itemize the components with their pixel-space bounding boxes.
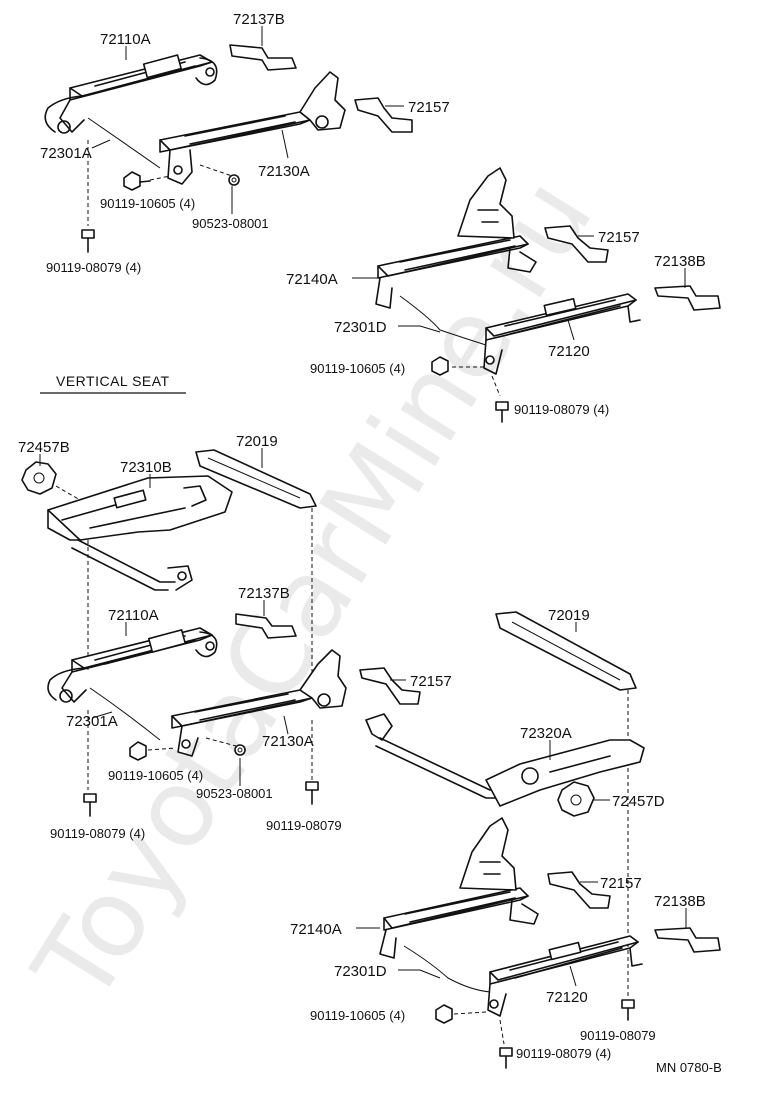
label-72157: 72157 xyxy=(408,99,450,116)
label-72140A: 72140A xyxy=(286,271,338,288)
frame-72310B xyxy=(47,475,233,591)
label-90119-08079-bottom: 90119-08079 (4) xyxy=(516,1046,611,1061)
seat-track-72120 xyxy=(483,293,641,375)
label-72137B-lower: 72137B xyxy=(238,585,290,602)
label-90523-08001-lower: 90523-08001 xyxy=(196,786,273,801)
bolt-90119-10605 xyxy=(123,171,151,191)
label-72130A: 72130A xyxy=(258,163,310,180)
label-72130A-lower: 72130A xyxy=(262,733,314,750)
label-72301D: 72301D xyxy=(334,319,387,336)
label-72140A-lower: 72140A xyxy=(290,921,342,938)
cable-72301A xyxy=(87,117,161,169)
label-72120: 72120 xyxy=(548,343,590,360)
label-90119-10605-right: 90119-10605 (4) xyxy=(310,361,405,376)
label-72301D-lower: 72301D xyxy=(334,963,387,980)
label-90119-08079-right: 90119-08079 (4) xyxy=(514,402,609,417)
bracket-72157-lower xyxy=(544,225,609,263)
bracket-72138B-lower xyxy=(654,927,721,953)
strip-72019-right xyxy=(495,611,637,691)
seat-track-72110A xyxy=(44,54,218,134)
label-72457D: 72457D xyxy=(612,793,665,810)
label-72120-lower: 72120 xyxy=(546,989,588,1006)
seat-track-72130A xyxy=(159,71,346,185)
label-90119-10605-lower-right: 90119-10605 (4) xyxy=(310,1008,405,1023)
frame-72320A xyxy=(365,713,645,807)
seat-track-72140A-lower xyxy=(379,817,539,959)
knob-72457B xyxy=(21,461,57,495)
label-72138B-lower: 72138B xyxy=(654,893,706,910)
label-72457B: 72457B xyxy=(18,439,70,456)
seat-track-72120-lower xyxy=(487,935,643,1017)
knob-72457D xyxy=(557,781,595,817)
bolt-90119-08079-lower-mid xyxy=(305,781,319,805)
cable-72301A-lower xyxy=(89,687,161,741)
bracket-72157-mid xyxy=(359,667,421,705)
bolt-90119-10605-lower xyxy=(129,741,147,761)
bracket-72138B xyxy=(654,285,721,311)
label-90119-08079-lower-left: 90119-08079 (4) xyxy=(50,826,145,841)
bolt-90119-10605-right xyxy=(431,356,449,376)
bracket-72137B-lower xyxy=(235,613,297,639)
footer-code: MN 0780-B xyxy=(656,1060,722,1075)
bracket-72157-upper xyxy=(354,97,413,133)
bolt-90119-10605-lower-right xyxy=(435,1004,453,1024)
bracket-72137B xyxy=(229,44,297,71)
label-72110A-lower: 72110A xyxy=(108,607,159,624)
label-72320A: 72320A xyxy=(520,725,572,742)
label-72019-left: 72019 xyxy=(236,433,278,450)
bolt-90119-08079-bottom xyxy=(499,1047,513,1069)
label-72138B: 72138B xyxy=(654,253,706,270)
cable-72301D xyxy=(399,295,487,346)
label-72157-lower-right: 72157 xyxy=(600,875,642,892)
bracket-72157-lower-right xyxy=(547,871,611,909)
label-72157-right: 72157 xyxy=(598,229,640,246)
label-90119-08079: 90119-08079 (4) xyxy=(46,260,141,275)
label-90119-08079-lower-right: 90119-08079 xyxy=(580,1028,656,1043)
label-90119-10605-lower: 90119-10605 (4) xyxy=(108,768,203,783)
label-72110A: 72110A xyxy=(100,31,151,48)
label-72301A: 72301A xyxy=(40,145,92,162)
label-90119-08079-lower-mid: 90119-08079 xyxy=(266,818,342,833)
washer-90523-08001 xyxy=(228,174,240,186)
label-72310B: 72310B xyxy=(120,459,172,476)
seat-track-72110A-lower xyxy=(47,627,218,703)
label-90523-08001: 90523-08001 xyxy=(192,216,269,231)
strip-72019-left xyxy=(195,449,317,509)
section-header-vertical-seat: VERTICAL SEAT xyxy=(56,373,170,389)
bolt-90119-08079-right xyxy=(495,401,509,423)
bolt-90119-08079 xyxy=(81,229,95,253)
bolt-90119-08079-lower-left xyxy=(83,793,97,817)
seat-track-72140A xyxy=(375,167,537,309)
seat-track-72130A-lower xyxy=(171,649,347,757)
label-90119-10605: 90119-10605 (4) xyxy=(100,196,195,211)
label-72137B: 72137B xyxy=(233,11,285,28)
cable-72301D-lower xyxy=(403,945,491,993)
label-72019-right: 72019 xyxy=(548,607,590,624)
washer-90523-08001-lower xyxy=(234,744,246,756)
bolt-90119-08079-lower-right xyxy=(621,999,635,1021)
label-72157-mid: 72157 xyxy=(410,673,452,690)
label-72301A-lower: 72301A xyxy=(66,713,118,730)
